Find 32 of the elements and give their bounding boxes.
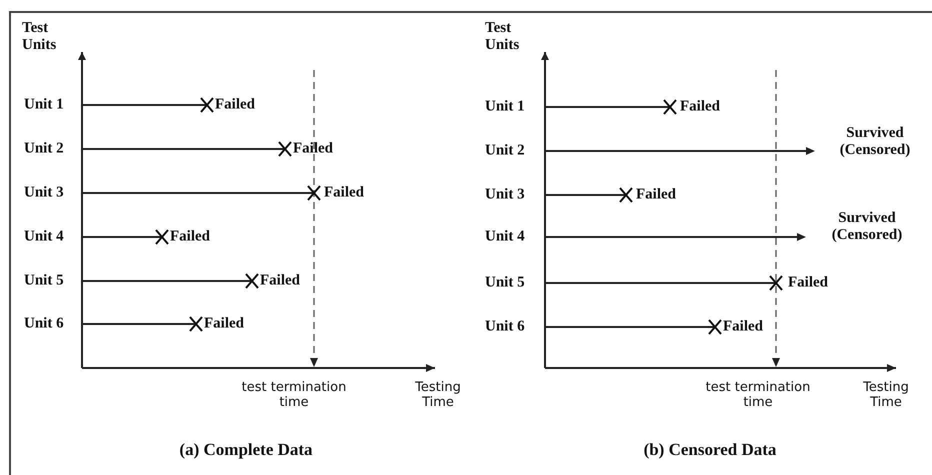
outcome-label: Failed — [324, 184, 364, 202]
outcome-label: Failed — [788, 274, 828, 292]
panel-caption: (a) Complete Data — [179, 440, 313, 460]
axis-title: Testing Time — [414, 381, 462, 411]
axis-annotation: test termination time — [240, 381, 348, 411]
axis-title: Test Units — [22, 20, 58, 54]
axis-annotation: test termination time — [704, 381, 812, 411]
outcome-label: Failed — [204, 315, 244, 333]
outcome-label: Failed — [215, 96, 255, 114]
unit-label: Unit 4 — [24, 228, 64, 246]
unit-label: Unit 4 — [485, 228, 525, 246]
outcome-label: Failed — [723, 318, 763, 336]
outcome-label: Failed — [260, 272, 300, 290]
unit-label: Unit 2 — [485, 142, 525, 160]
outcome-label: Failed — [636, 186, 676, 204]
panel-caption: (b) Censored Data — [644, 440, 776, 460]
unit-label: Unit 1 — [24, 96, 64, 114]
unit-label: Unit 3 — [24, 184, 64, 202]
unit-label: Unit 2 — [24, 140, 64, 158]
outcome-label: Survived (Censored) — [840, 125, 910, 160]
axis-title: Testing Time — [863, 381, 909, 411]
unit-label: Unit 5 — [485, 274, 525, 292]
outcome-label: Failed — [680, 98, 720, 116]
axis-title: Test Units — [485, 20, 520, 54]
unit-label: Unit 3 — [485, 186, 525, 204]
outcome-label: Survived (Censored) — [832, 210, 902, 244]
unit-label: Unit 6 — [24, 315, 64, 333]
outcome-label: Failed — [170, 228, 210, 246]
unit-label: Unit 6 — [485, 318, 525, 336]
outcome-label: Failed — [293, 140, 333, 158]
unit-label: Unit 5 — [24, 272, 64, 290]
unit-label: Unit 1 — [485, 98, 525, 116]
